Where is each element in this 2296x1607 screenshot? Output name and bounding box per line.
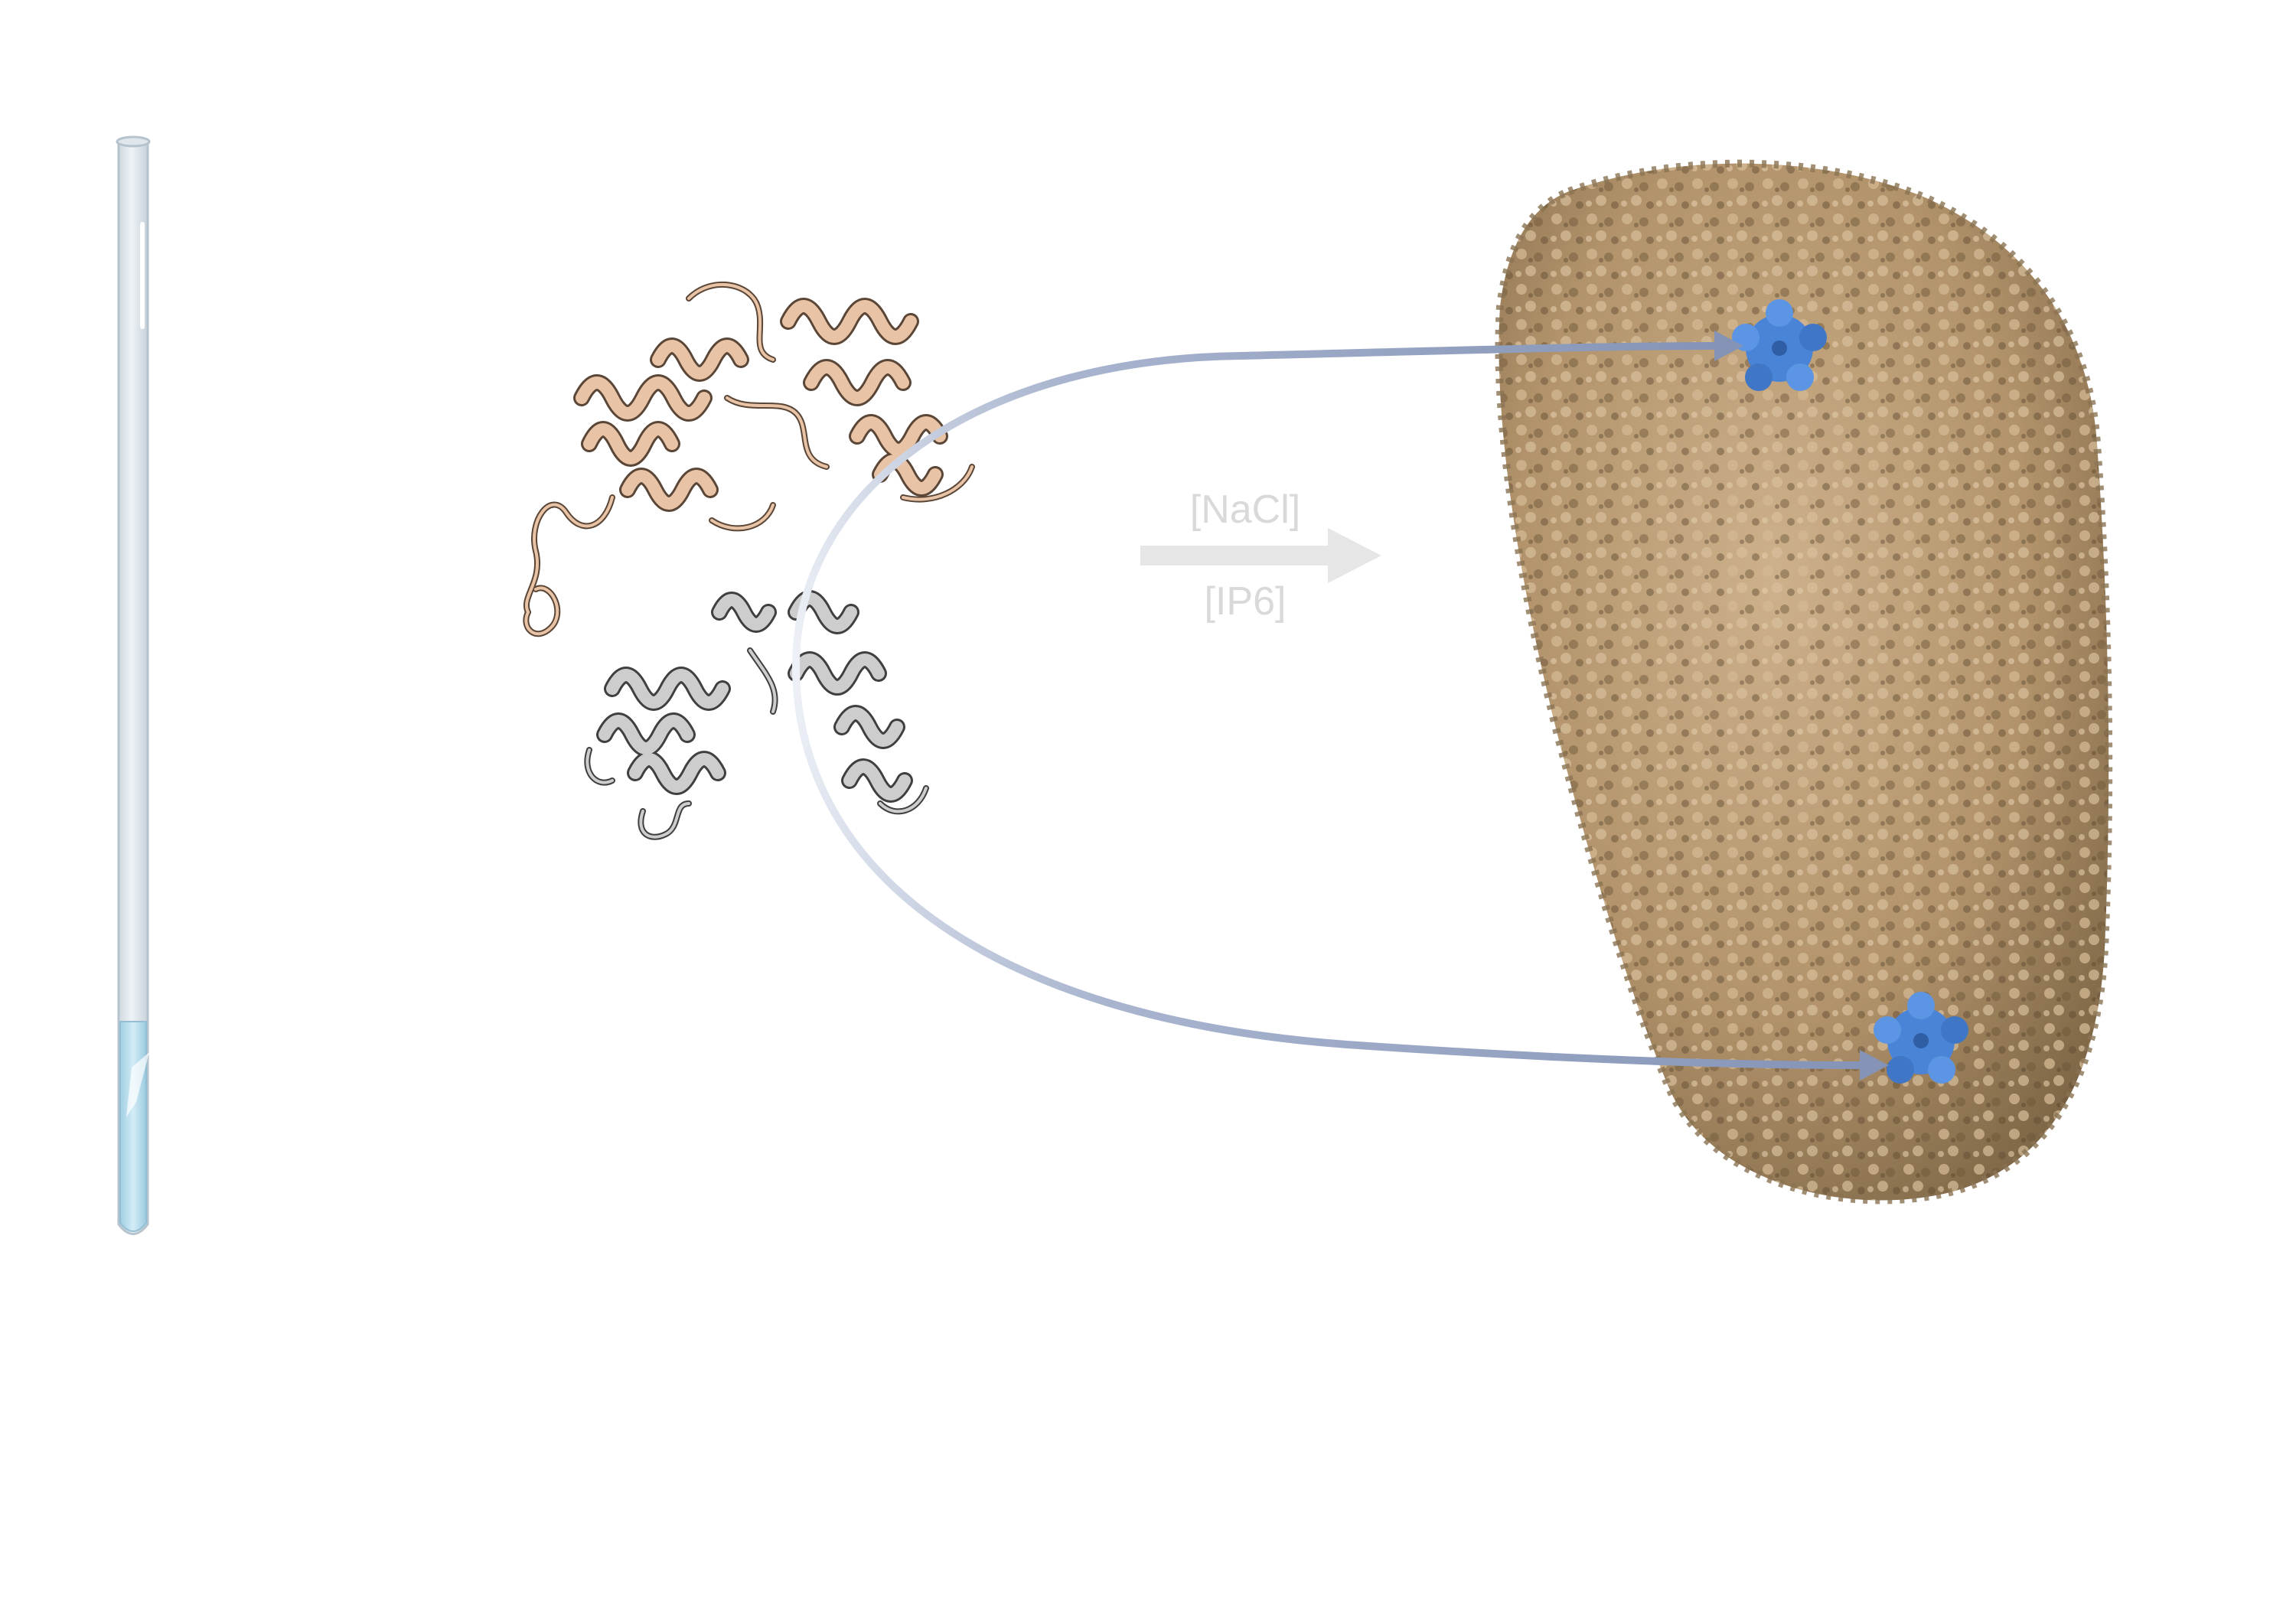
pentamer-icon-top — [1732, 299, 1827, 391]
tube-liquid — [119, 1021, 149, 1232]
ca-dimer-ribbon-icon — [584, 590, 929, 840]
test-tube-icon — [116, 135, 151, 1235]
ca-protein-ribbon-icon — [523, 281, 975, 637]
condition-arrow — [1140, 528, 1381, 583]
conical-capsid-icon — [1495, 159, 2113, 1204]
pentamer-icon-bottom — [1874, 992, 1968, 1084]
nacl-label: [NaCl] — [1190, 487, 1300, 532]
arrow-to-bottom-pentamer — [792, 665, 1889, 1081]
ip6-label: [IP6] — [1205, 579, 1287, 624]
arrow-to-top-pentamer — [792, 331, 1743, 667]
